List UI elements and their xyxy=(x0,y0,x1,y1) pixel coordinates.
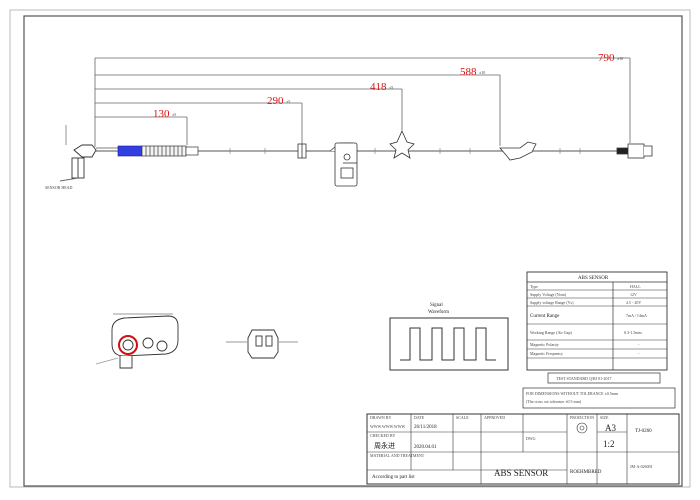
dim-418: 418 xyxy=(370,81,387,93)
signal-box xyxy=(389,317,509,371)
size-label: SIZE xyxy=(600,415,609,420)
angled-clip xyxy=(499,141,537,161)
cable xyxy=(96,145,625,157)
end-connector xyxy=(616,143,653,159)
date-label: DATE xyxy=(414,415,425,420)
date-2: 2020.04.01 xyxy=(414,445,437,450)
material-label: MATERIAL AND TREATMENT xyxy=(370,453,425,458)
sheet-size: A3 xyxy=(605,423,616,433)
drawing-title: ABS SENSOR xyxy=(494,468,548,478)
note-line: FOR DIMENSIONS WITHOUT TOLERANCE ±0.5mm xyxy=(526,391,619,396)
sensor-head-note: SENSOR HEAD xyxy=(45,185,73,190)
spec-row-label: Magnetic Polarity xyxy=(530,342,559,347)
scale-label: SCALE xyxy=(456,415,469,420)
revision: JM-A-026001 xyxy=(630,464,653,469)
dim-588-tol: ±10 xyxy=(479,70,485,75)
dim-130: 130 xyxy=(153,108,170,120)
checked-by: 周永进 xyxy=(374,441,395,450)
title-block xyxy=(366,413,680,485)
spec-row-label: Magnetic Frequency xyxy=(530,351,563,356)
connector-front-view xyxy=(226,329,298,359)
dimension-lines xyxy=(94,57,631,147)
signal-label: Signal xyxy=(430,303,443,308)
grommet xyxy=(297,143,307,159)
dim-418-tol: ±5 xyxy=(389,85,393,90)
spec-row-label: Current Range xyxy=(530,314,560,319)
test-standard: TEST STANDARD Q/RJ 01-2017 xyxy=(556,376,612,381)
dim-130-tol: ±5 xyxy=(172,112,176,117)
part-number: TJ-0260 xyxy=(635,429,652,434)
spec-row-value: HALL xyxy=(630,284,641,289)
projection-label: PROJECTION xyxy=(570,415,594,420)
scale-ratio: 1:2 xyxy=(603,439,615,449)
spec-row-label: Supply Voltage (Nom) xyxy=(530,292,567,297)
spec-table-title: ABS SENSOR xyxy=(578,276,609,281)
drawn-by-label: DRAWN BY xyxy=(370,415,391,420)
date-1: 26/11/2018 xyxy=(414,425,437,430)
spec-row-value: 4.5 - 20V xyxy=(626,300,641,305)
dwg-label: DWG xyxy=(526,436,536,441)
spec-row-label: Working Range (Air Gap) xyxy=(530,330,572,335)
spec-row-value: 7mA / 14mA xyxy=(626,313,647,318)
spec-row-label: Type xyxy=(530,284,538,289)
spec-table: ABS SENSOR Type HALL Supply Voltage (Nom… xyxy=(526,271,668,371)
star-clip xyxy=(389,130,415,159)
corrugated-tube xyxy=(141,145,187,157)
sensor-bottom-view xyxy=(95,313,179,369)
signal-sub-label: Waveform xyxy=(428,310,449,315)
inner-border xyxy=(23,15,683,487)
dwg-number: ROEHMBRED xyxy=(570,470,602,475)
sensor-head xyxy=(59,125,97,182)
square-waveform xyxy=(400,327,496,361)
note-line: (The cross cut tolerance ±0.5 mm) xyxy=(526,399,582,404)
drawn-by: WWW.WWW.WWW xyxy=(370,424,405,429)
spec-row-value: - xyxy=(638,342,640,347)
test-standard-box xyxy=(547,372,661,384)
dim-790-tol: ±10 xyxy=(617,56,623,61)
dim-290: 290 xyxy=(267,95,284,107)
notes-box xyxy=(522,387,676,409)
spec-row-label: Supply voltage Range (Vs) xyxy=(530,300,574,305)
outer-border xyxy=(9,9,691,488)
spec-row-value: - xyxy=(638,351,640,356)
dim-588: 588 xyxy=(460,66,477,78)
checked-by-label: CHECKED BY xyxy=(370,433,396,438)
spec-row-value: 12V xyxy=(630,292,637,297)
material: According to part list xyxy=(372,475,415,480)
approved-label: APPROVED xyxy=(484,415,505,420)
blue-sleeve xyxy=(117,145,143,157)
bracket-clip xyxy=(329,142,358,187)
dim-290-tol: ±5 xyxy=(286,99,290,104)
dim-790: 790 xyxy=(598,52,615,64)
spec-row-value: 0.3-1.5mm xyxy=(624,330,642,335)
